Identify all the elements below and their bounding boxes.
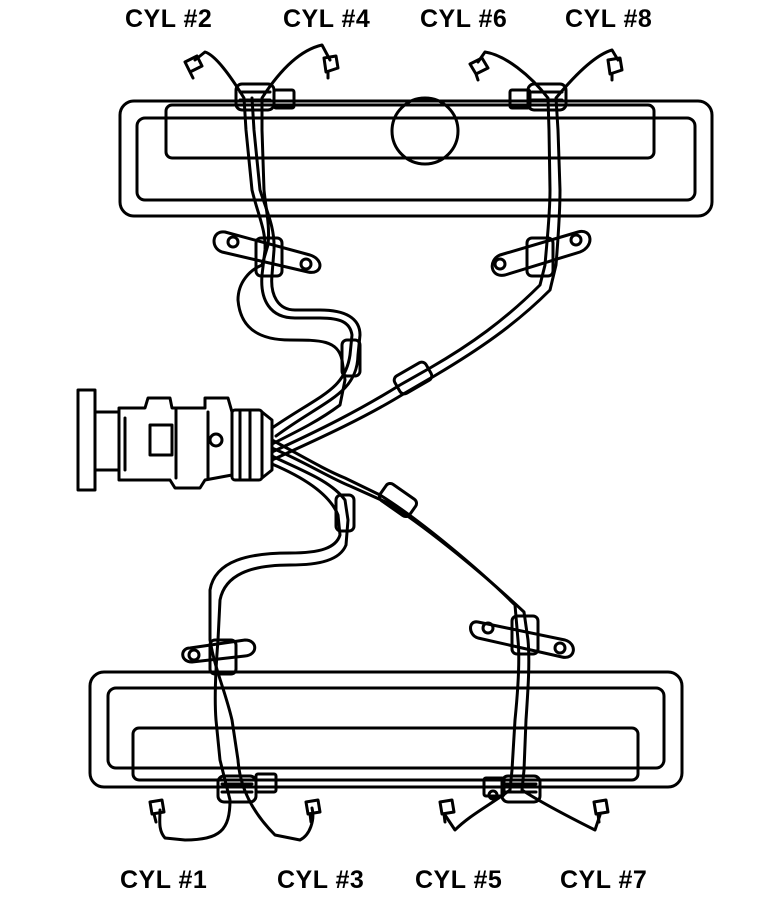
coupler-upper-left	[340, 338, 362, 378]
bundle-clamp-upper-right	[526, 82, 568, 112]
clamp-upper-right	[490, 229, 592, 278]
fitting-cyl8	[606, 56, 624, 82]
fitting-cyl7	[592, 798, 610, 824]
bundle-clamp-lower-right	[500, 774, 542, 804]
label-cyl7: CYL #7	[560, 866, 648, 894]
bundle-clamps	[216, 82, 568, 804]
label-cyl8: CYL #8	[565, 5, 653, 33]
fitting-cyl6	[468, 56, 490, 82]
fuel-line-cyl5	[270, 438, 521, 832]
label-cyl3: CYL #3	[277, 866, 365, 894]
pump-head	[230, 408, 264, 482]
injector-fittings	[148, 54, 624, 824]
label-cyl2: CYL #2	[125, 5, 213, 33]
line-couplers	[334, 338, 434, 533]
lower-valve-cover	[88, 670, 684, 789]
upper-valve-cover	[118, 96, 714, 218]
fitting-cyl4	[322, 54, 340, 80]
coupler-lower-right	[377, 481, 419, 519]
label-cyl4: CYL #4	[283, 5, 371, 33]
fuel-lines	[158, 43, 620, 842]
coupler-lower-left	[334, 493, 356, 533]
clamp-lower-right	[469, 614, 575, 659]
fitting-cyl3	[304, 798, 322, 824]
coupler-upper-right	[392, 360, 434, 396]
fuel-line-cyl2	[193, 50, 354, 430]
label-cyl5: CYL #5	[415, 866, 503, 894]
fitting-cyl1	[148, 798, 166, 824]
pump-drive-flange	[76, 388, 97, 492]
fitting-cyl5	[438, 798, 456, 824]
oil-filler-cap-icon	[390, 96, 460, 166]
line-clamps	[181, 229, 592, 676]
fuel-line-cyl1	[158, 454, 350, 842]
fitting-cyl2	[183, 54, 204, 80]
fuel-line-cyl3	[208, 462, 342, 842]
fuel-line-cyl8	[270, 48, 620, 462]
clamp-upper-left	[212, 230, 322, 278]
clamp-lower-left	[181, 638, 257, 676]
label-cyl6: CYL #6	[420, 5, 508, 33]
fuel-line-cyl4	[236, 43, 347, 446]
fuel-line-cyl6	[270, 50, 552, 454]
label-cyl1: CYL #1	[120, 866, 208, 894]
fuel-line-cyl7	[270, 446, 602, 832]
injection-pump	[76, 388, 274, 492]
